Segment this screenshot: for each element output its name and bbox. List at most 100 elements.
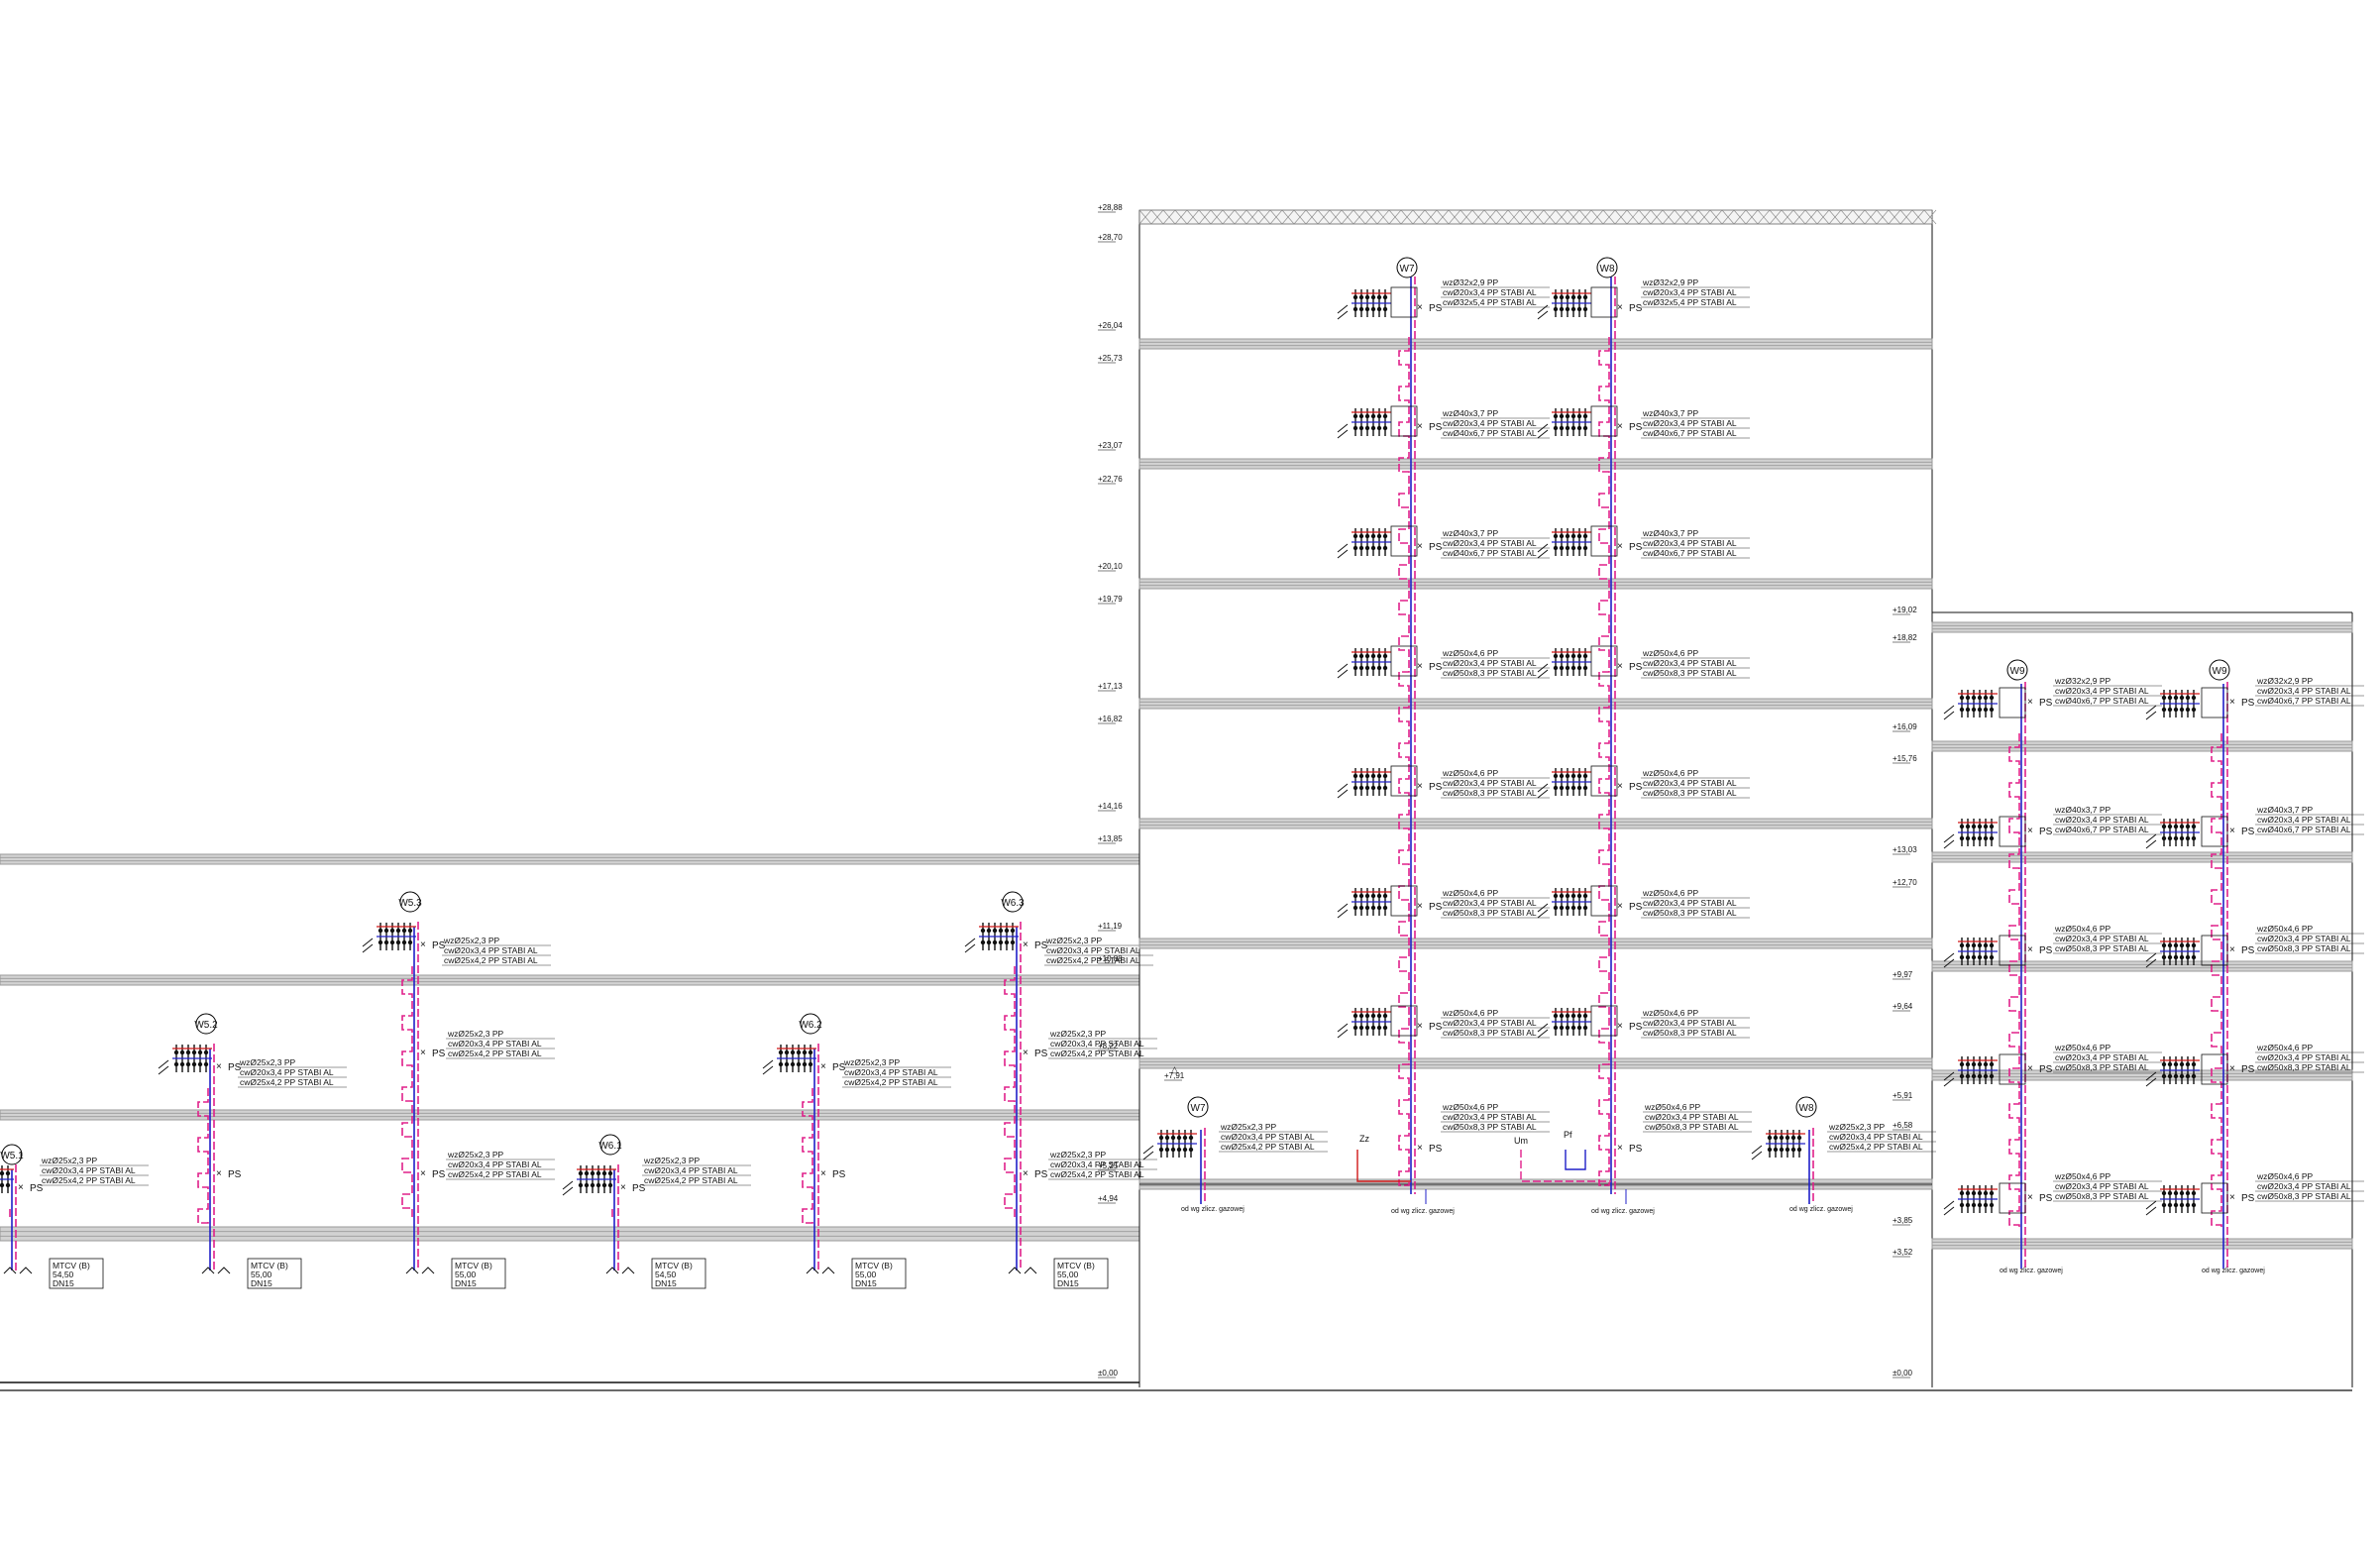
valve-symbol bbox=[1983, 954, 1989, 960]
riser-id-circle bbox=[1396, 257, 1418, 278]
pipe-spec-label: cwØ40x6,7 PP STABI AL bbox=[1443, 428, 1537, 438]
ps-label: PS bbox=[1629, 422, 1643, 433]
valve-symbol bbox=[1382, 785, 1388, 791]
pipe-spec-label: cwØ20x3,4 PP STABI AL bbox=[1643, 658, 1737, 668]
shutoff-valve-icon: × bbox=[1023, 1048, 1028, 1058]
pipe-spec-label: cwØ20x3,4 PP STABI AL bbox=[1221, 1132, 1315, 1142]
valve-symbol bbox=[1565, 1013, 1570, 1019]
valve-symbol bbox=[1989, 1073, 1995, 1079]
valve-symbol bbox=[1188, 1135, 1194, 1141]
pipe-spec-label: cwØ50x8,3 PP STABI AL bbox=[1443, 1028, 1537, 1038]
valve-symbol bbox=[1565, 294, 1570, 300]
valve-symbol bbox=[1382, 413, 1388, 419]
valve-symbol bbox=[1570, 905, 1576, 911]
elevation-label: ±0,00 bbox=[1098, 1369, 1119, 1378]
elevation-label: +17,13 bbox=[1098, 682, 1123, 691]
valve-symbol bbox=[191, 1049, 197, 1055]
circulation-pipe bbox=[197, 1088, 209, 1224]
valve-symbol bbox=[1376, 773, 1382, 779]
valve-symbol bbox=[1570, 785, 1576, 791]
valve-symbol bbox=[1971, 835, 1977, 841]
valve-symbol bbox=[1965, 707, 1971, 713]
valve-symbol bbox=[2179, 824, 2185, 829]
pipe-spec-label: cwØ20x3,4 PP STABI AL bbox=[2257, 934, 2351, 943]
elevation-label: +25,73 bbox=[1098, 354, 1123, 363]
valve-symbol bbox=[607, 1182, 613, 1188]
valve-symbol bbox=[1364, 785, 1370, 791]
valve-symbol bbox=[2167, 824, 2173, 829]
riser-id-circle bbox=[195, 1013, 217, 1035]
valve-symbol bbox=[1576, 653, 1582, 659]
meter-symbol bbox=[158, 1059, 169, 1075]
ps-label: PS bbox=[2039, 827, 2053, 837]
valve-symbol bbox=[790, 1049, 796, 1055]
valve-symbol bbox=[1376, 425, 1382, 431]
valve-symbol bbox=[1977, 695, 1983, 701]
apartment-manifold bbox=[1943, 690, 1998, 720]
meter-symbol bbox=[1337, 543, 1349, 559]
valve-symbol bbox=[1559, 773, 1565, 779]
valve-symbol bbox=[1576, 1025, 1582, 1031]
valve-symbol bbox=[1983, 942, 1989, 948]
valve-symbol bbox=[2167, 1073, 2173, 1079]
meter-box bbox=[1053, 1258, 1109, 1289]
valve-symbol bbox=[407, 928, 413, 934]
valve-symbol bbox=[1983, 824, 1989, 829]
apartment-manifold bbox=[2145, 1185, 2200, 1216]
roof-hatch bbox=[1471, 209, 1485, 225]
valve-symbol bbox=[1977, 954, 1983, 960]
roof-hatch bbox=[1257, 209, 1271, 225]
meter-symbol bbox=[1537, 304, 1549, 320]
meter-symbol bbox=[1537, 1023, 1549, 1039]
manifold-box bbox=[1999, 935, 2026, 966]
valve-symbol bbox=[1370, 1013, 1376, 1019]
meter-symbol bbox=[362, 938, 374, 953]
valve-symbol bbox=[1559, 905, 1565, 911]
valve-symbol bbox=[1382, 1013, 1388, 1019]
roof-hatch bbox=[1911, 209, 1925, 225]
floor-slab bbox=[1931, 960, 2353, 972]
valve-symbol bbox=[1576, 413, 1582, 419]
valve-symbol bbox=[1010, 928, 1016, 934]
valve-symbol bbox=[1582, 1025, 1588, 1031]
apartment-manifold bbox=[1537, 528, 1591, 559]
riser-id-circle bbox=[1596, 257, 1618, 278]
apartment-manifold bbox=[1943, 938, 1998, 968]
ps-label: PS bbox=[1629, 542, 1643, 553]
valve-symbol bbox=[2191, 695, 2197, 701]
ps-label: PS bbox=[432, 940, 446, 951]
pipe-spec-label: wzØ50x4,6 PP bbox=[2256, 1043, 2314, 1052]
apartment-manifold bbox=[1337, 768, 1391, 799]
shutoff-valve-icon: × bbox=[216, 1168, 222, 1179]
shutoff-valve-icon: × bbox=[420, 1048, 426, 1058]
valve-symbol bbox=[1582, 413, 1588, 419]
apartment-manifold bbox=[1337, 888, 1391, 919]
roof-hatch bbox=[1174, 209, 1188, 225]
valve-symbol bbox=[784, 1061, 790, 1067]
ps-label: PS bbox=[2039, 698, 2053, 709]
meter-symbol bbox=[1537, 663, 1549, 679]
pipe-spec-label: cwØ50x8,3 PP STABI AL bbox=[2257, 1062, 2351, 1072]
pipe-spec-label: wzØ40x3,7 PP bbox=[2256, 805, 2314, 815]
valve-symbol bbox=[2161, 695, 2167, 701]
roof-hatch bbox=[1412, 209, 1426, 225]
elevation-label: +18,82 bbox=[1893, 633, 1917, 642]
valve-symbol bbox=[601, 1170, 607, 1176]
apartment-manifold bbox=[1943, 1185, 1998, 1216]
pipe-spec-label: cwØ50x8,3 PP STABI AL bbox=[2257, 943, 2351, 953]
roof-hatch bbox=[1733, 209, 1747, 225]
manifold-box bbox=[1590, 885, 1618, 917]
valve-symbol bbox=[1553, 545, 1559, 551]
pipe-spec-label: wzØ50x4,6 PP bbox=[1442, 768, 1499, 778]
roof-hatch bbox=[1650, 209, 1664, 225]
meter-box bbox=[451, 1258, 506, 1289]
roof-hatch bbox=[1590, 209, 1604, 225]
shutoff-valve-icon: × bbox=[2229, 944, 2235, 955]
elevation-label: +4,94 bbox=[1098, 1194, 1119, 1203]
valve-symbol bbox=[1983, 1061, 1989, 1067]
valve-symbol bbox=[179, 1061, 185, 1067]
elevation-label: +6,58 bbox=[1893, 1121, 1913, 1130]
pipe-spec-label: cwØ20x3,4 PP STABI AL bbox=[1443, 1112, 1537, 1122]
valve-symbol bbox=[1959, 695, 1965, 701]
valve-symbol bbox=[2167, 835, 2173, 841]
